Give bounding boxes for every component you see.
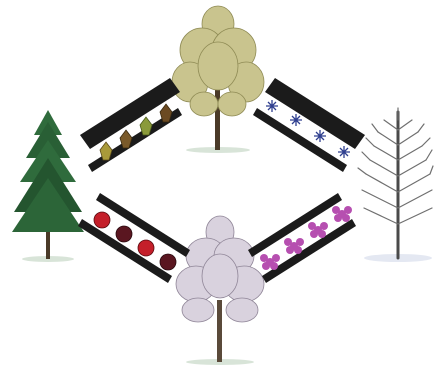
- trunk: [217, 300, 222, 362]
- flowers-band: [248, 193, 356, 283]
- winter-tree: [358, 108, 433, 262]
- flower-icon: [284, 238, 304, 254]
- flower-icon: [308, 222, 328, 238]
- band-outer-top: [265, 78, 365, 149]
- apple-icon: [94, 212, 110, 228]
- autumn-tree: [172, 6, 264, 153]
- snowflake-icon: [314, 130, 326, 142]
- leaves-band: [80, 78, 182, 172]
- flower-icon: [260, 254, 280, 270]
- trunk: [215, 85, 220, 150]
- apples-band: [78, 193, 190, 283]
- spring-tree: [176, 216, 264, 365]
- snowflake-icon: [338, 146, 350, 158]
- apple-icon: [116, 226, 132, 242]
- evergreen-foliage: [12, 110, 84, 232]
- maple-leaf-icon: [140, 117, 152, 135]
- maple-leaf-icon: [100, 142, 112, 160]
- snowflake-icon: [266, 100, 278, 112]
- snowflake-icon: [290, 114, 302, 126]
- snowflakes-band: [253, 78, 365, 172]
- flower-icon: [332, 206, 352, 222]
- bare-branches: [358, 108, 433, 224]
- apple-icon: [138, 240, 154, 256]
- maple-leaf-icon: [120, 130, 132, 148]
- maple-leaf-icon: [160, 104, 172, 122]
- evergreen-tree: [12, 110, 84, 262]
- apple-icon: [160, 254, 176, 270]
